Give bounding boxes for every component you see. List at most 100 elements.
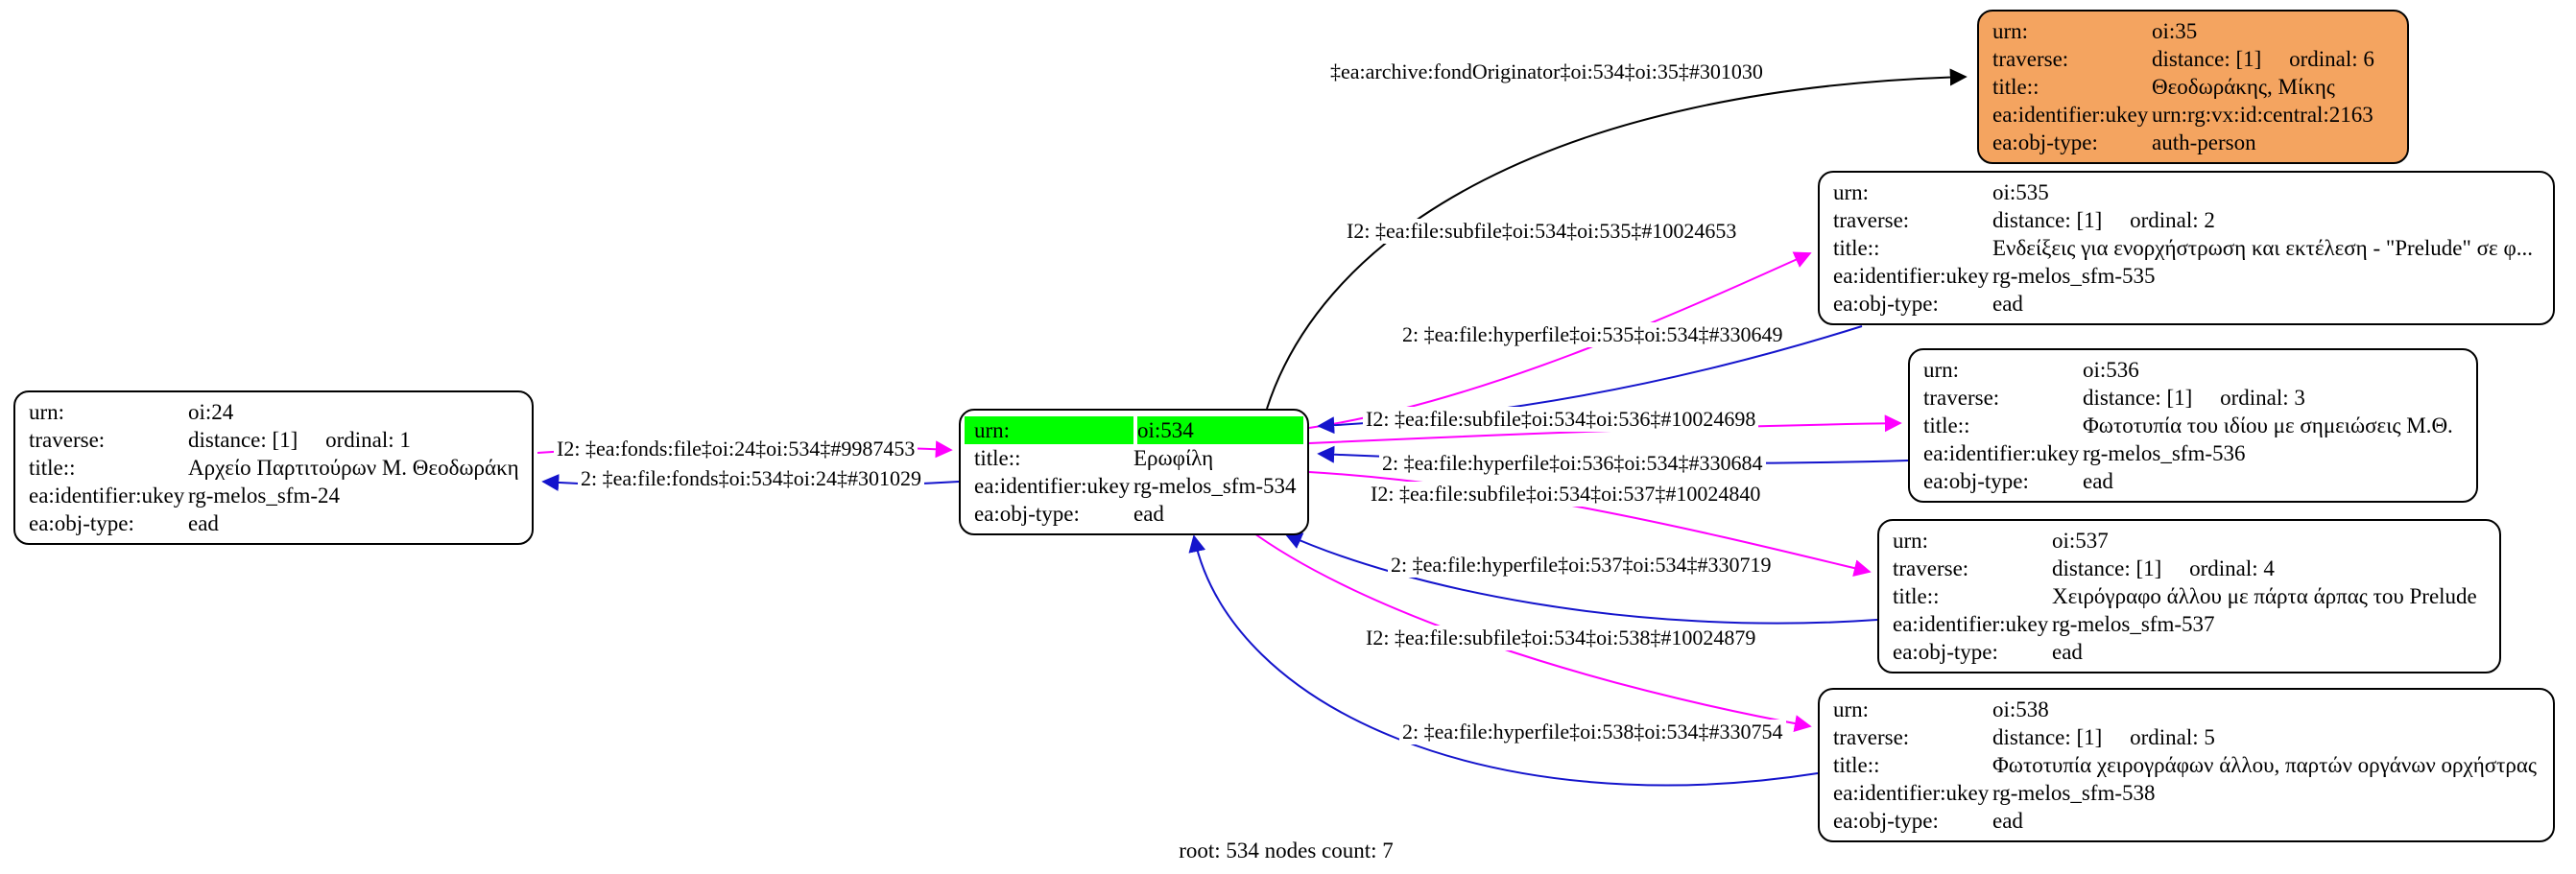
field-label: ea:obj-type: (1833, 809, 1939, 833)
field-label: title:: (1833, 236, 1880, 260)
field-value: distance: [1] ordinal: 1 (188, 428, 411, 452)
field-label: ea:identifier:ukey (29, 484, 185, 508)
edge-label-fonds-file: I2: ‡ea:fonds:file‡oi:24‡oi:534‡#9987453 (554, 437, 918, 461)
field-value: Χειρόγραφο άλλου με πάρτα άρπας του Prel… (2052, 584, 2477, 608)
field-value: Ενδείξεις για ενορχήστρωση και εκτέλεση … (1992, 236, 2533, 260)
field-value: oi:537 (2052, 529, 2109, 553)
node-row: ea:identifier:ukey rg-melos_sfm-537 (1883, 610, 2495, 638)
node-row: ea:identifier:ukey rg-melos_sfm-534 (965, 472, 1303, 500)
field-value: Φωτοτυπία χειρογράφων άλλου, παρτών οργά… (1992, 753, 2537, 777)
field-label: ea:obj-type: (974, 502, 1080, 526)
field-label: urn: (1833, 697, 1870, 721)
node-row: ea:identifier:ukey rg-melos_sfm-538 (1824, 779, 2549, 807)
node-row: traverse: distance: [1] ordinal: 5 (1824, 723, 2549, 751)
field-label: traverse: (1992, 47, 2069, 71)
field-value: rg-melos_sfm-534 (1133, 474, 1297, 498)
edge-label-subfile-537: I2: ‡ea:file:subfile‡oi:534‡oi:537‡#1002… (1368, 482, 1764, 507)
field-label: traverse: (1833, 208, 1910, 232)
node-row: title:: Αρχείο Παρτιτούρων Μ. Θεοδωράκη (19, 454, 528, 482)
field-value: distance: [1] ordinal: 3 (2083, 386, 2305, 410)
field-value: rg-melos_sfm-24 (188, 484, 341, 508)
field-value: ead (188, 511, 219, 535)
field-label: ea:identifier:ukey (1923, 441, 2080, 465)
field-value: oi:35 (2152, 19, 2198, 43)
node-row: traverse: distance: [1] ordinal: 4 (1883, 555, 2495, 582)
field-value: rg-melos_sfm-538 (1992, 781, 2156, 805)
field-value: oi:536 (2083, 358, 2139, 382)
field-value: distance: [1] ordinal: 6 (2152, 47, 2374, 71)
field-value: urn:rg:vx:id:central:2163 (2152, 103, 2373, 127)
node-row: title:: Ερωφίλη (965, 444, 1303, 472)
node-row: ea:obj-type: ead (965, 500, 1303, 528)
node-row: traverse: distance: [1] ordinal: 1 (19, 426, 528, 454)
field-label: ea:obj-type: (29, 511, 134, 535)
field-value: ead (1133, 502, 1164, 526)
node-row: title:: Φωτοτυπία χειρογράφων άλλου, παρ… (1824, 751, 2549, 779)
field-value: ead (2052, 640, 2083, 664)
field-label: ea:obj-type: (1992, 130, 2098, 154)
field-value: rg-melos_sfm-537 (2052, 612, 2215, 636)
field-value: oi:24 (188, 400, 234, 424)
edge-label-subfile-536: I2: ‡ea:file:subfile‡oi:534‡oi:536‡#1002… (1363, 407, 1759, 432)
field-label: ea:identifier:ukey (974, 474, 1131, 498)
node-row: ea:identifier:ukey rg-melos_sfm-536 (1914, 439, 2472, 467)
node-oi535: urn: oi:535 traverse: distance: [1] ordi… (1818, 171, 2555, 325)
edge-label-hyperfile-536: 2: ‡ea:file:hyperfile‡oi:536‡oi:534‡#330… (1379, 451, 1766, 476)
graph-footer: root: 534 nodes count: 7 (1179, 839, 1394, 862)
edge-label-hyperfile-535: 2: ‡ea:file:hyperfile‡oi:535‡oi:534‡#330… (1399, 322, 1786, 347)
node-row: urn: oi:537 (1883, 527, 2495, 555)
node-row: ea:obj-type: auth-person (1983, 129, 2403, 156)
node-row: ea:obj-type: ead (1824, 807, 2549, 835)
field-label: ea:obj-type: (1923, 469, 2029, 493)
node-row: traverse: distance: [1] ordinal: 3 (1914, 384, 2472, 412)
field-label: title:: (29, 456, 76, 480)
field-label: ea:identifier:ukey (1833, 264, 1990, 288)
field-value: distance: [1] ordinal: 5 (1992, 725, 2215, 749)
field-label: traverse: (1923, 386, 2000, 410)
field-label: urn: (29, 400, 65, 424)
node-oi537: urn: oi:537 traverse: distance: [1] ordi… (1877, 519, 2501, 673)
field-value: ead (1992, 809, 2023, 833)
edge-label-subfile-535: I2: ‡ea:file:subfile‡oi:534‡oi:535‡#1002… (1344, 219, 1740, 244)
field-value: Θεοδωράκης, Μίκης (2152, 75, 2335, 99)
field-label: ea:obj-type: (1833, 292, 1939, 316)
edge-fond-originator (1266, 68, 1968, 410)
node-row: ea:identifier:ukey rg-melos_sfm-535 (1824, 262, 2549, 290)
field-label: traverse: (29, 428, 106, 452)
field-label: title:: (974, 446, 1021, 470)
field-value: ead (1992, 292, 2023, 316)
field-value: oi:538 (1992, 697, 2049, 721)
node-row: title:: Φωτοτυπία του ιδίου με σημειώσει… (1914, 412, 2472, 439)
node-row: traverse: distance: [1] ordinal: 6 (1983, 45, 2403, 73)
field-label: title:: (1833, 753, 1880, 777)
field-value: oi:535 (1992, 180, 2049, 204)
field-value: Φωτοτυπία του ιδίου με σημειώσεις Μ.Θ. (2083, 413, 2453, 437)
node-oi24: urn: oi:24 traverse: distance: [1] ordin… (13, 390, 534, 545)
field-value: rg-melos_sfm-535 (1992, 264, 2156, 288)
field-label: urn: (1992, 19, 2029, 43)
node-row: urn: oi:24 (19, 398, 528, 426)
field-value: distance: [1] ordinal: 2 (1992, 208, 2215, 232)
field-label: title:: (1923, 413, 1970, 437)
node-row: urn: oi:535 (1824, 178, 2549, 206)
field-label: title:: (1893, 584, 1940, 608)
field-label: traverse: (1833, 725, 1910, 749)
field-value: distance: [1] ordinal: 4 (2052, 556, 2275, 580)
node-oi35-person: urn: oi:35 traverse: distance: [1] ordin… (1977, 10, 2409, 164)
node-oi536: urn: oi:536 traverse: distance: [1] ordi… (1908, 348, 2478, 503)
edge-label-file-fonds: 2: ‡ea:file:fonds‡oi:534‡oi:24‡#301029 (578, 466, 925, 491)
edge-label-hyperfile-537: 2: ‡ea:file:hyperfile‡oi:537‡oi:534‡#330… (1388, 553, 1775, 578)
field-label: urn: (1923, 358, 1960, 382)
edge-hyperfile-537 (1284, 532, 1878, 625)
field-label: traverse: (1893, 556, 1969, 580)
field-label: ea:identifier:ukey (1833, 781, 1990, 805)
edge-subfile-537 (1308, 471, 1872, 577)
field-value: rg-melos_sfm-536 (2083, 441, 2246, 465)
field-value: ead (2083, 469, 2113, 493)
node-row: traverse: distance: [1] ordinal: 2 (1824, 206, 2549, 234)
field-label: ea:identifier:ukey (1893, 612, 2049, 636)
field-label: urn: (1833, 180, 1870, 204)
node-row: ea:obj-type: ead (19, 509, 528, 537)
node-row: ea:identifier:ukey rg-melos_sfm-24 (19, 482, 528, 509)
